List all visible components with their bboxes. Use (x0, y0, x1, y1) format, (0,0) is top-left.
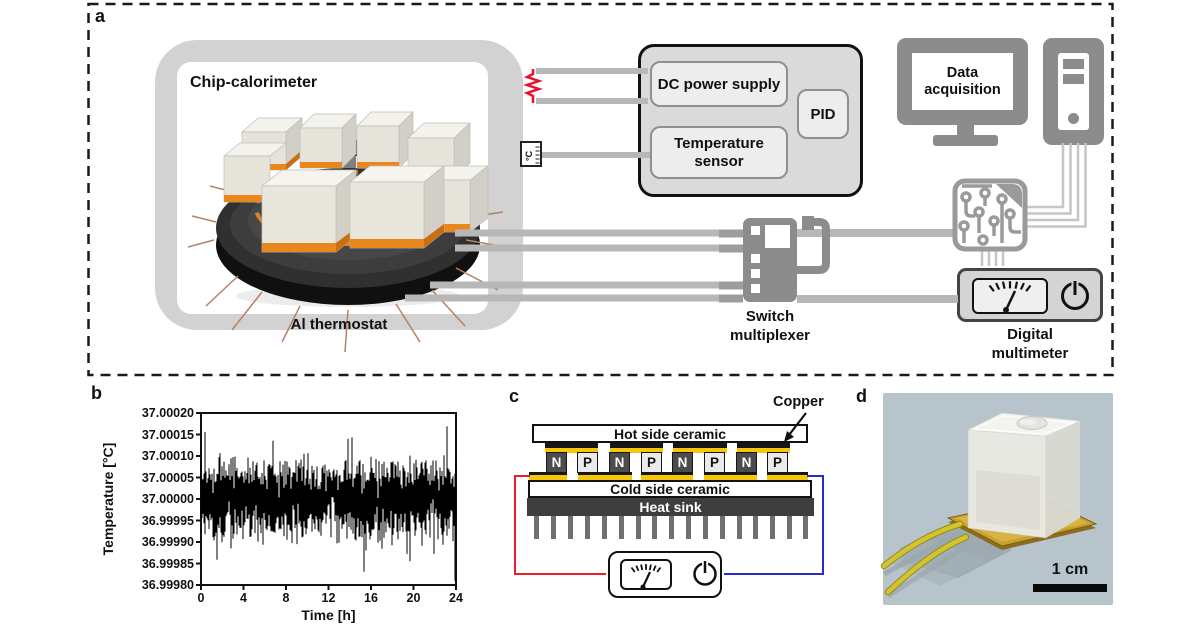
pillar-p: P (767, 452, 788, 473)
scale-bar-text: 1 cm (1051, 561, 1089, 578)
pillar-p: P (641, 452, 662, 473)
tower-pcb-wires (1026, 143, 1087, 228)
pillar-letter: P (582, 455, 592, 470)
y-axis-tick-label: 36.99980 (141, 578, 194, 592)
digital-multimeter-label: Digital multimeter (950, 326, 1110, 364)
copper-pad-top (737, 443, 790, 453)
x-axis-tick-label: 16 (364, 591, 378, 605)
pillar-letter: N (551, 455, 562, 470)
sensor-unit-text: °C (524, 150, 534, 161)
hot-side-ceramic-bar: Hot side ceramic (532, 424, 808, 443)
heater-wires (536, 68, 650, 158)
copper-pad-top (673, 443, 727, 453)
thermostat-inner-box (177, 62, 488, 314)
monitor-base (933, 135, 998, 146)
x-axis-tick-label: 12 (321, 591, 336, 605)
pillar-letter: N (677, 455, 688, 470)
pcb-multimeter-wires (980, 249, 1005, 266)
x-axis-tick-label: 24 (449, 591, 463, 605)
x-axis-tick-label: 0 (197, 591, 205, 605)
pillar-n: N (736, 452, 757, 473)
y-axis-tick-label: 37.00010 (141, 449, 194, 463)
x-axis-title-text: Time [h] (301, 607, 356, 623)
y-axis-tick-label: 36.99990 (141, 535, 194, 549)
pillar-letter: P (646, 455, 656, 470)
al-thermostat-label: Al thermostat (155, 316, 523, 333)
y-axis-tick-label: 37.00005 (141, 470, 194, 485)
pillar-letter: N (741, 455, 752, 470)
chip-calorimeter-label: Chip-calorimeter (190, 74, 318, 91)
x-axis-tick-label: 8 (282, 591, 290, 605)
tower-power-dot (1068, 113, 1079, 124)
mux-top-stub (802, 216, 814, 230)
plot-axes (196, 412, 457, 590)
y-axis-tick-label: 37.00015 (141, 427, 194, 442)
dc-power-supply-box: DC power supply (650, 61, 788, 107)
heater-resistor-icon (523, 69, 543, 103)
pillar-p: P (577, 452, 598, 473)
mux-connector-stubs (719, 229, 743, 303)
y-axis-tick-label: 37.00020 (141, 406, 194, 420)
pcb-icon (952, 178, 1028, 252)
heat-sink-label: Heat sink (639, 499, 702, 515)
y-axis-tick-label: 37.00000 (141, 492, 194, 506)
x-axis-title: Time [h] (201, 607, 456, 623)
pid-label: PID (810, 105, 836, 123)
monitor-screen: Data acquisition (912, 53, 1013, 110)
pid-box: PID (797, 89, 849, 139)
pillar-n: N (672, 452, 693, 473)
scale-bar-label: 1 cm (1030, 561, 1110, 579)
copper-pad-top (545, 443, 598, 453)
hot-side-ceramic-label: Hot side ceramic (613, 425, 727, 442)
tower-drive-bay (1063, 59, 1084, 69)
temperature-sensor-box: Temperature sensor (650, 126, 788, 179)
y-axis-title: Temperature [°C] (100, 413, 116, 585)
panel-c-label: c (509, 386, 520, 406)
tower-drive-bay (1063, 74, 1084, 84)
mux-port-small (751, 284, 760, 293)
y-axis-tick-label: 36.99985 (141, 556, 194, 571)
multimeter-gauge-frame (972, 278, 1048, 314)
y-axis-tick-label: 36.99995 (141, 513, 194, 528)
mux-loop-wire (797, 218, 830, 274)
mux-port-small (751, 254, 760, 263)
mux-port-small (751, 269, 760, 278)
digital-multimeter-text: Digital multimeter (991, 326, 1069, 362)
multimeter-c-gauge-frame (620, 559, 672, 590)
pillar-letter: P (772, 455, 782, 470)
plot-trace (200, 426, 457, 581)
y-axis-title-text: Temperature [°C] (100, 442, 116, 556)
cold-side-ceramic-bar: Cold side ceramic (528, 480, 812, 498)
panel-a-label: a (95, 6, 106, 26)
x-axis-tick-label: 4 (240, 591, 247, 605)
mux-port-large (765, 225, 790, 248)
scale-bar (1033, 584, 1107, 592)
x-axis-tick-label: 20 (406, 591, 421, 605)
copper-label: Copper (773, 394, 824, 410)
heat-sink-fins (534, 516, 808, 539)
heat-sink-bar: Heat sink (527, 498, 814, 516)
pillar-p: P (704, 452, 725, 473)
cold-side-ceramic-label: Cold side ceramic (610, 481, 730, 497)
temperature-sensor-icon: °C (520, 141, 542, 167)
copper-pad-bottom (641, 472, 693, 481)
data-acquisition-label: Data acquisition (924, 64, 1001, 98)
pillar-n: N (609, 452, 630, 473)
mux-port-small (751, 226, 760, 235)
pillar-letter: P (709, 455, 719, 470)
pillar-n: N (546, 452, 567, 473)
switch-multiplexer-text: Switch multiplexer (729, 308, 811, 344)
panel-b-label: b (91, 383, 102, 403)
panel-d-label: d (856, 386, 867, 406)
al-thermostat-text: Al thermostat (290, 316, 388, 333)
temperature-noise-trace (200, 426, 457, 581)
copper-pad-top (610, 443, 663, 453)
dc-power-supply-label: DC power supply (657, 75, 781, 93)
temperature-sensor-label: Temperature sensor (674, 135, 764, 170)
switch-multiplexer-label: Switch multiplexer (695, 308, 845, 346)
pillar-letter: N (614, 455, 625, 470)
